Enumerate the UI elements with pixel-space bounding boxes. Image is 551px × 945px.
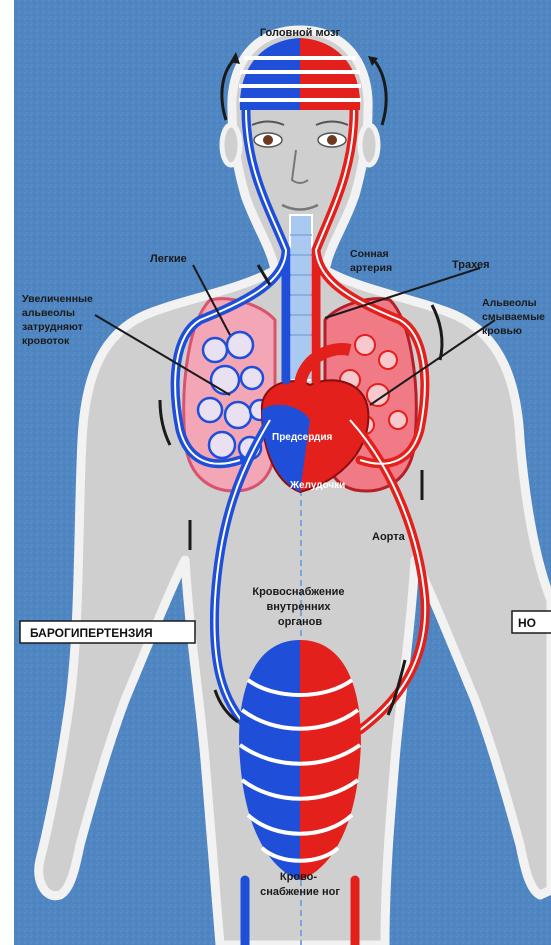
left-margin xyxy=(0,0,14,945)
label-atria: Предсердия xyxy=(272,432,333,443)
svg-text:БАРОГИПЕРТЕНЗИЯ: БАРОГИПЕРТЕНЗИЯ xyxy=(30,626,153,640)
label-trachea: Трахея xyxy=(452,259,490,271)
label-lungs: Легкие xyxy=(150,253,187,265)
label-ventricles: Желудочки xyxy=(289,480,345,491)
label-aorta: Аорта xyxy=(372,531,406,543)
svg-text:НО: НО xyxy=(518,616,536,630)
box-right: НО xyxy=(512,611,551,633)
box-barohypertension: БАРОГИПЕРТЕНЗИЯ xyxy=(20,621,195,643)
trachea xyxy=(290,215,312,380)
label-brain: Головной мозг xyxy=(260,27,341,39)
